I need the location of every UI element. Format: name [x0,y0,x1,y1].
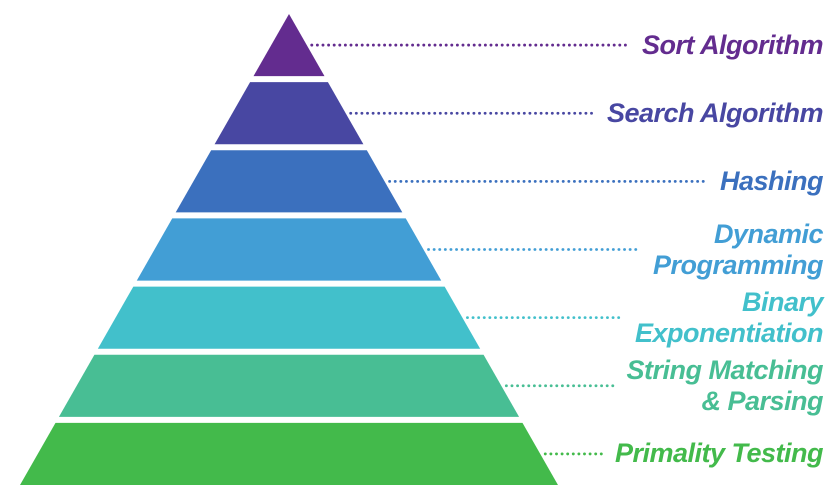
pyramid-level-string-matching-parsing [58,354,520,417]
label-line: Binary [741,287,824,317]
pyramid-level-search-algorithm [214,82,364,145]
pyramid-level-sort-algorithm [253,14,325,77]
label-string-matching-parsing: String Matching& Parsing [627,355,824,417]
pyramid-level-binary-exponentiation [97,286,481,349]
label-line: Sort Algorithm [642,30,824,60]
label-line: Programming [652,250,824,280]
label-search-algorithm: Search Algorithm [606,98,824,129]
label-line: Exponentiation [635,318,824,348]
label-line: Dynamic [713,219,824,249]
label-line: & Parsing [701,386,823,416]
label-sort-algorithm: Sort Algorithm [642,30,824,61]
pyramid-level-dynamic-programming [136,218,442,281]
label-line: Search Algorithm [606,98,824,128]
pyramid-level-primality-testing [20,422,558,485]
label-line: String Matching [626,355,824,385]
label-line: Primality Testing [614,438,824,468]
label-hashing: Hashing [719,166,824,197]
label-line: Hashing [719,166,824,196]
label-primality-testing: Primality Testing [614,438,824,469]
pyramid-level-hashing [175,150,403,213]
